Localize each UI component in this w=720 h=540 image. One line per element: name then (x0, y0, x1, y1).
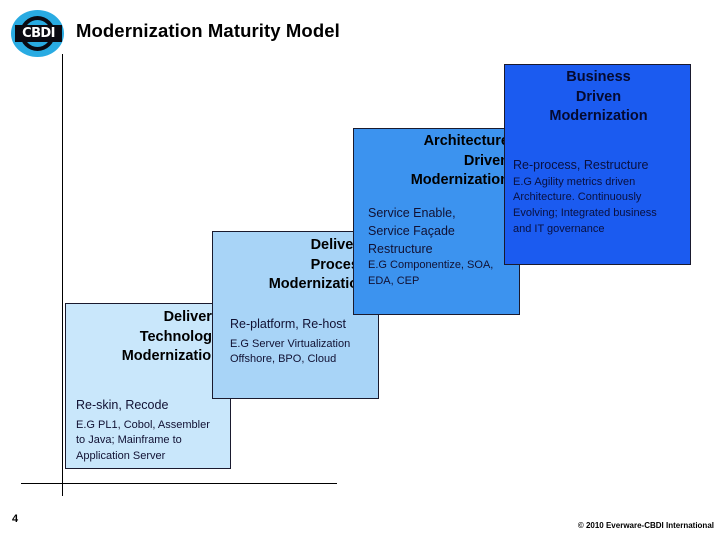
body-line-2: E.G Server Virtualization (230, 337, 351, 350)
heading-line-2: Technology (139, 328, 220, 345)
level-body: Re-skin, Recode E.G PL1, Cobol, Assemble… (76, 397, 228, 465)
heading-line-2: Process (310, 256, 367, 273)
body-line-1: Service Enable, (368, 206, 456, 220)
heading-line-1: Business (566, 69, 631, 85)
body-line-1: Re-process, Restructure (513, 158, 649, 172)
level-body: Service Enable, Service Façade Restructu… (368, 205, 519, 289)
heading-line-1: Delivery (310, 237, 367, 253)
body-line-2: E.G PL1, Cobol, Assembler (76, 418, 210, 431)
body-line-3: Restructure (368, 241, 433, 256)
level-heading: Delivery Process Modernization (219, 236, 367, 295)
page-number: 4 (12, 513, 19, 525)
level-body: Re-platform, Re-host E.G Server Virtuali… (230, 316, 378, 368)
maturity-level-business-driven[interactable]: Business Driven Modernization Re-process… (504, 64, 691, 265)
heading-line-1: Delivery (163, 309, 220, 325)
body-line-4: Evolving; Integrated business (513, 206, 657, 219)
body-line-5: and IT governance (513, 222, 605, 235)
heading-line-3: Modernization (268, 276, 367, 293)
level-heading: Delivery Technology Modernization (72, 308, 220, 367)
heading-line-3: Modernization (549, 108, 648, 125)
heading-line-3: Modernization (410, 172, 509, 189)
maturity-level-delivery-technology[interactable]: Delivery Technology Modernization Re-ski… (65, 303, 231, 469)
body-line-3: Architecture. Continuously (513, 191, 642, 204)
heading-line-2: Driven (463, 152, 509, 169)
body-line-5: EDA, CEP (368, 274, 420, 287)
page-title: Modernization Maturity Model (76, 20, 340, 41)
level-body: Re-process, Restructure E.G Agility metr… (513, 157, 689, 237)
vertical-axis-line (62, 54, 63, 496)
maturity-level-delivery-process[interactable]: Delivery Process Modernization Re-platfo… (212, 231, 379, 399)
level-heading: Business Driven Modernization (511, 68, 686, 127)
heading-line-1: Architecture (423, 133, 509, 149)
body-line-2: Service Façade (368, 223, 455, 238)
heading-line-3: Modernization (121, 348, 220, 365)
logo-wordmark: CBDI (22, 26, 55, 41)
body-line-4: Application Server (76, 449, 166, 462)
horizontal-axis-line (21, 483, 337, 484)
body-line-1: Re-skin, Recode (76, 398, 169, 412)
body-line-3: Offshore, BPO, Cloud (230, 353, 337, 366)
body-line-3: to Java; Mainframe to (76, 434, 182, 447)
copyright-notice: © 2010 Everware-CBDI International (577, 521, 714, 530)
heading-line-2: Driven (575, 88, 622, 105)
level-heading: Architecture Driven Modernization (360, 132, 509, 191)
body-line-4: E.G Componentize, SOA, (368, 259, 494, 272)
body-line-2: E.G Agility metrics driven (513, 175, 636, 188)
body-line-1: Re-platform, Re-host (230, 317, 347, 331)
cbdi-logo: CBDI (11, 10, 64, 57)
logo-band (15, 25, 62, 42)
maturity-level-architecture-driven[interactable]: Architecture Driven Modernization Servic… (353, 128, 520, 315)
